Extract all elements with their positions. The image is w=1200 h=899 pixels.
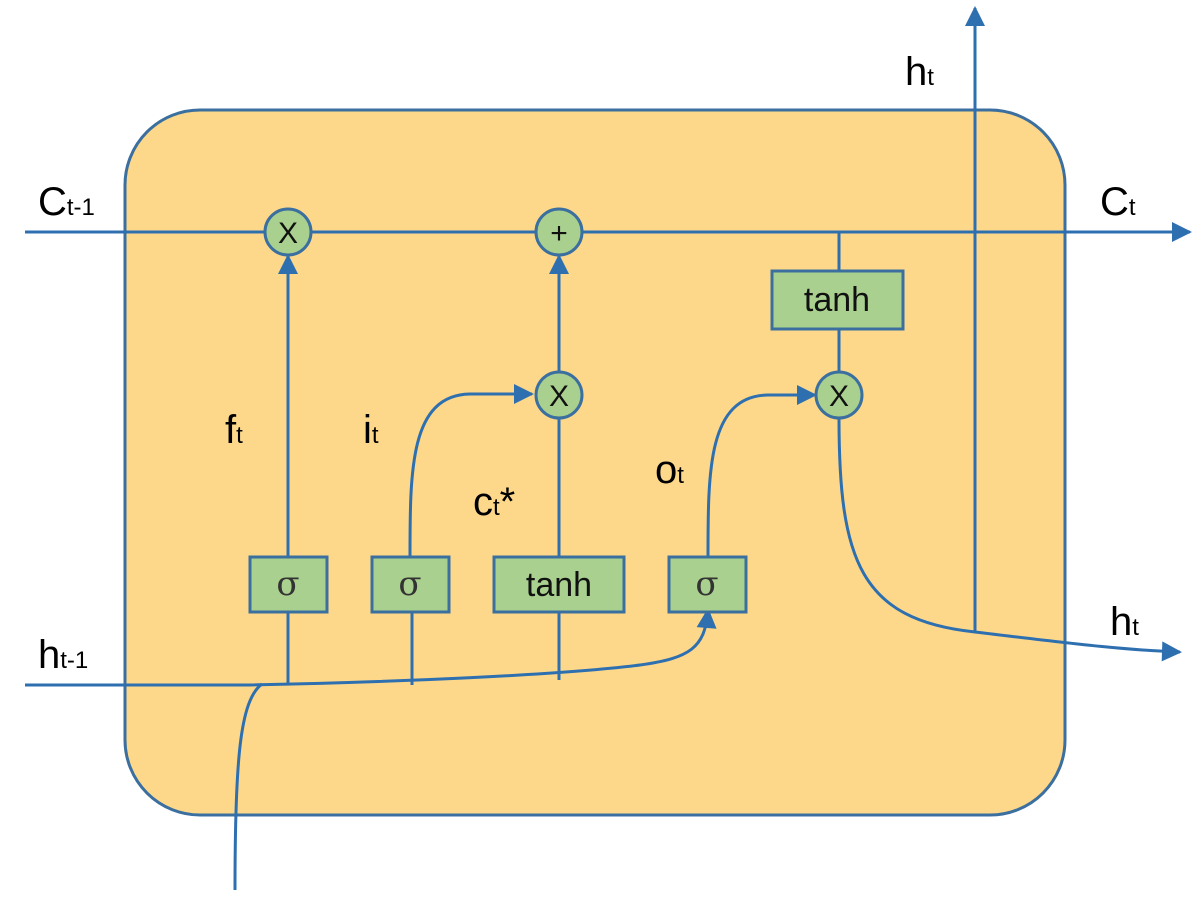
h-prev-line	[25, 608, 717, 687]
add-op: +	[534, 207, 584, 257]
label-h-top: ht	[905, 50, 934, 94]
label-o: ot	[655, 448, 684, 492]
candidate-gate: tanh	[492, 555, 626, 614]
cell-tanh-gate: tanh	[770, 269, 905, 331]
output-multiply-op: X	[814, 370, 864, 420]
forget-gate-label: σ	[276, 564, 299, 604]
output-multiply-symbol: X	[829, 380, 849, 413]
input-gate-label: σ	[398, 564, 421, 604]
label-h-right: ht	[1110, 600, 1139, 644]
forget-gate: σ	[248, 555, 329, 614]
output-gate-label: σ	[695, 564, 718, 604]
label-f: ft	[225, 408, 243, 452]
label-c-prev: Ct-1	[38, 180, 95, 224]
input-gate-to-mult-line	[408, 384, 534, 558]
forget-multiply-symbol: X	[278, 217, 298, 250]
output-gate-to-mult-line	[706, 385, 817, 558]
h-output-right-line	[837, 417, 1182, 662]
x-input-line	[233, 682, 263, 891]
label-h-prev: ht-1	[38, 633, 88, 677]
label-i: it	[363, 408, 379, 452]
output-gate: σ	[667, 555, 748, 614]
forget-multiply-op: X	[263, 207, 313, 257]
input-multiply-op: X	[534, 370, 584, 420]
label-c-out: Ct	[1100, 180, 1136, 224]
label-c-candidate: ct*	[473, 480, 515, 524]
input-gate: σ	[370, 555, 451, 614]
candidate-gate-label: tanh	[526, 566, 592, 604]
add-symbol: +	[550, 217, 568, 250]
input-multiply-symbol: X	[549, 380, 569, 413]
lstm-cell-body	[123, 108, 1067, 817]
cell-tanh-label: tanh	[804, 281, 870, 319]
